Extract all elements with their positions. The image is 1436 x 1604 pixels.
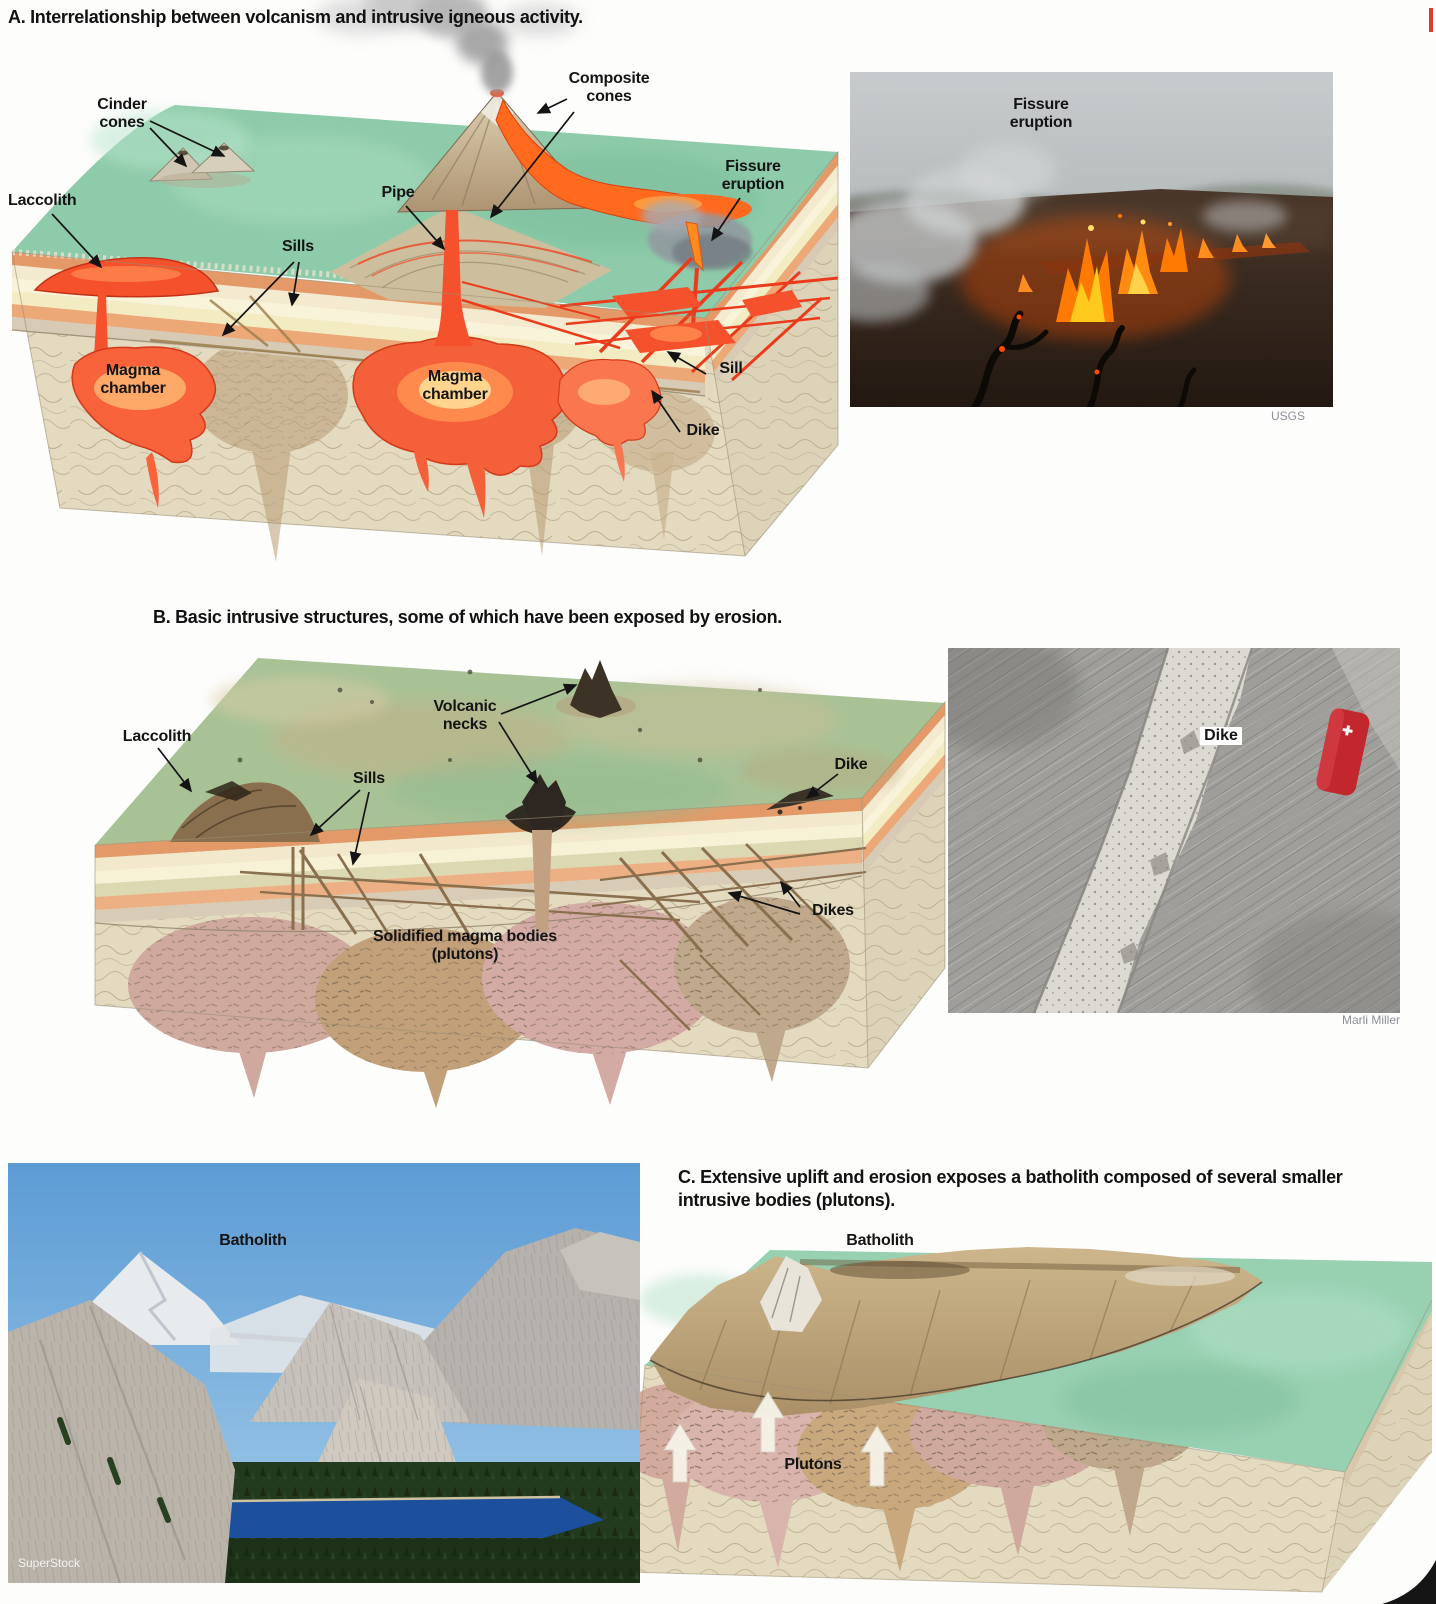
panel-a-pipe <box>434 210 472 346</box>
panel-c-batholith <box>649 1247 1263 1416</box>
label-composite-cones: Composite cones <box>568 70 650 105</box>
photo-c-caption: Batholith <box>219 1232 287 1249</box>
label-volcanic-necks: Volcanic necks <box>433 698 497 733</box>
ground-cracks <box>971 310 1197 407</box>
label-magma-chamber-left: Magma chamber <box>100 362 166 397</box>
label-magma-chamber-center: Magma chamber <box>422 368 488 403</box>
panel-c-title: C. Extensive uplift and erosion exposes … <box>678 1167 1343 1211</box>
panel-a-sill-dike-network <box>461 256 839 382</box>
panel-b-dikes-sills <box>239 843 867 1031</box>
label-batholith-c: Batholith <box>846 1232 914 1249</box>
label-dike-b: Dike <box>834 756 868 773</box>
panel-c-block-diagram <box>614 1247 1433 1593</box>
panel-a-magma-chamber-left <box>71 346 217 508</box>
photo-a-credit: USGS <box>1270 409 1305 423</box>
pocket-knife <box>1316 708 1370 796</box>
panel-a-smoke-plume <box>316 0 580 94</box>
panel-b-laccolith <box>170 781 320 842</box>
panel-c-photo-batholith <box>8 1163 640 1583</box>
label-dikes: Dikes <box>812 902 854 919</box>
panel-a-buried-cone <box>330 206 612 308</box>
page-margin-tick <box>1429 8 1433 32</box>
panel-b-title: B. Basic intrusive structures, some of w… <box>153 607 783 627</box>
panel-a-magma-chamber-center <box>352 210 569 518</box>
panel-a-title: A. Interrelationship between volcanism a… <box>8 7 583 27</box>
label-laccolith-b: Laccolith <box>122 728 192 745</box>
dike-band <box>1032 648 1254 1013</box>
label-solidified-magma-bodies: Solidified magma bodies (plutons) <box>373 928 557 963</box>
label-fissure-eruption-a: Fissure eruption <box>721 158 785 193</box>
label-sills-a: Sills <box>282 238 314 255</box>
label-pipe: Pipe <box>381 184 415 201</box>
panel-a-fissure-eruption <box>642 200 752 341</box>
panel-b-volcanic-neck-back <box>556 660 636 718</box>
panel-a-photo-fissure-eruption <box>850 72 1333 407</box>
label-sill: Sill <box>719 360 743 377</box>
photo-c-credit: SuperStock <box>18 1556 81 1570</box>
page-corner-curl <box>1382 1560 1436 1604</box>
label-plutons: Plutons <box>784 1456 842 1473</box>
label-dike-a: Dike <box>686 422 720 439</box>
panel-b-photo-dike <box>948 648 1400 1013</box>
label-laccolith-a: Laccolith <box>8 192 77 209</box>
panel-a-magma-chamber-right <box>557 358 662 482</box>
lava-fountains <box>1018 214 1276 322</box>
label-sills-b: Sills <box>353 770 385 787</box>
photo-b-credit: Marli Miller <box>1342 1013 1400 1027</box>
label-cinder-cones: Cinder cones <box>97 96 147 131</box>
photo-a-caption: Fissure eruption <box>1009 96 1073 131</box>
panel-b-block-diagram <box>94 658 946 1108</box>
photo-b-caption-box: Dike <box>1188 727 1254 745</box>
annotation-arrows <box>51 98 839 915</box>
uplift-arrows <box>663 1391 894 1487</box>
panel-b-plutons <box>128 897 850 1108</box>
photo-b-caption: Dike <box>1200 727 1242 745</box>
panel-a-block-diagram <box>11 0 839 562</box>
lake <box>150 1497 604 1545</box>
